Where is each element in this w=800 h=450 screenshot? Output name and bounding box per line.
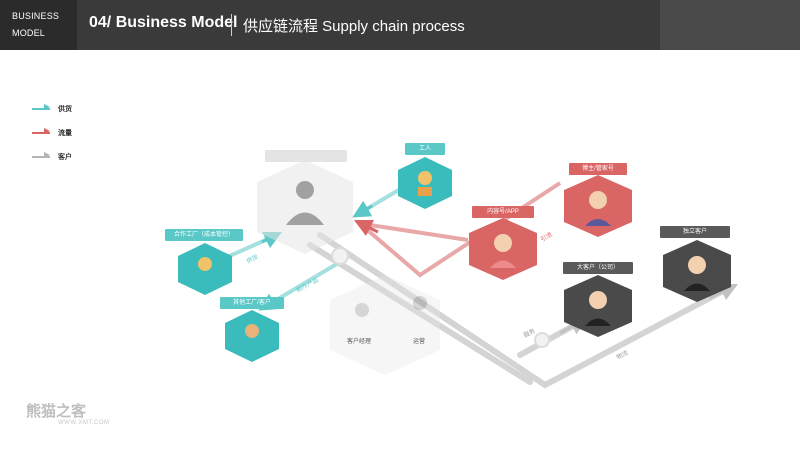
big-client-node xyxy=(564,275,632,337)
app-person-icon xyxy=(494,234,512,252)
partner-factory-node xyxy=(178,243,232,295)
legend-supply-label: 供货 xyxy=(58,106,72,113)
arrow-traffic-to-factory xyxy=(353,219,379,237)
legend-client-label: 客户 xyxy=(58,154,72,161)
factory-person-icon xyxy=(296,181,314,199)
factory-node xyxy=(257,160,353,254)
partner-factory-label: 合作工厂（成本管控） xyxy=(165,229,243,241)
other-factory-label: 其他工厂/客户 xyxy=(220,297,284,309)
watermark-url: WWW.XMT.COM xyxy=(58,420,110,426)
arrow-to-independent-client xyxy=(709,283,739,301)
client-flow-main xyxy=(317,232,728,389)
arrow-worker-to-factory xyxy=(352,200,373,218)
other-factory-person-icon xyxy=(245,324,259,338)
legend-supply-swatch xyxy=(32,108,50,110)
section-tag-line1: BUSINESS xyxy=(12,11,60,21)
factory-label: 工厂 xyxy=(265,150,347,162)
partner-person-icon xyxy=(198,257,212,271)
independent-client-person-icon xyxy=(688,256,706,274)
traffic-flow-app xyxy=(369,223,469,242)
client-flow-inner xyxy=(307,242,533,385)
worker-person-icon xyxy=(418,171,432,185)
worker-label: 工人 xyxy=(405,143,445,155)
independent-client-label: 独立客户 xyxy=(660,226,730,238)
legend-client-swatch xyxy=(32,156,50,158)
blogger-node xyxy=(564,175,632,237)
operations-person-icon xyxy=(413,296,427,310)
section-tag-line2: MODEL xyxy=(12,28,46,38)
service-node-icon xyxy=(534,332,550,348)
legend-traffic-swatch xyxy=(32,132,50,134)
operations-label: 运营 xyxy=(413,339,426,345)
account-manager-label: 客户经理 xyxy=(347,339,372,345)
page-title: 04/ Business Model xyxy=(89,14,238,31)
section-tag: BUSINESS MODEL xyxy=(0,0,77,50)
header-right-panel xyxy=(660,0,800,50)
legend-supply-arrow xyxy=(44,104,50,110)
watermark-brand: 熊猫之客 xyxy=(26,403,87,420)
legend-client-arrow xyxy=(44,152,50,158)
page-subtitle: 供应链流程 Supply chain process xyxy=(243,18,465,35)
manager-person-icon xyxy=(355,303,369,317)
wechat-app-node xyxy=(469,218,537,280)
independent-client-node xyxy=(663,240,731,302)
other-factory-node xyxy=(225,310,279,362)
big-client-label: 大客户（公司） xyxy=(563,262,633,274)
legend-traffic-label: 流量 xyxy=(58,130,72,137)
team-node xyxy=(330,275,440,375)
blogger-person-icon xyxy=(589,191,607,209)
title-divider xyxy=(231,14,232,36)
worker-node xyxy=(398,157,452,209)
header-bar: BUSINESS MODEL 04/ Business Model 供应链流程 … xyxy=(0,0,800,50)
legend-traffic-arrow xyxy=(44,128,50,134)
blogger-label: 博主/管家号 xyxy=(569,163,627,175)
big-client-person-icon xyxy=(589,291,607,309)
hub-node-icon xyxy=(331,247,349,265)
wechat-app-label: 内容号/APP xyxy=(472,206,534,218)
